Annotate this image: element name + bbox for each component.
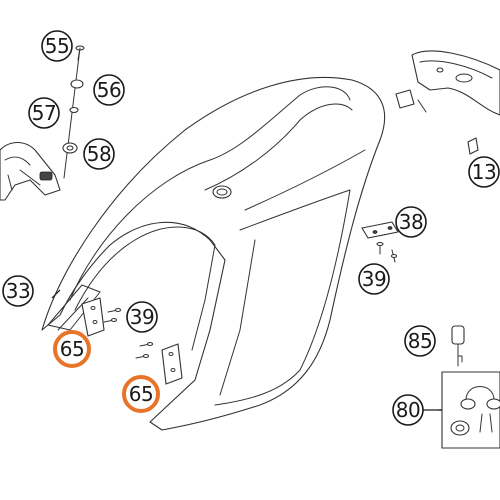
left-bracket-part — [0, 141, 61, 201]
callout-65-right-label: 65 — [129, 382, 153, 406]
callout-33[interactable]: 33 — [2, 275, 34, 307]
lock-set-part — [441, 371, 500, 449]
callout-13-label: 13 — [472, 160, 496, 184]
callout-57-label: 57 — [32, 101, 56, 125]
callout-65-left[interactable]: 65 — [53, 330, 91, 368]
callout-39-center[interactable]: 39 — [126, 301, 158, 333]
callout-65-left-label: 65 — [60, 337, 84, 361]
callout-85[interactable]: 85 — [404, 325, 436, 357]
callout-38[interactable]: 38 — [395, 206, 427, 238]
callout-39-right[interactable]: 39 — [358, 263, 390, 295]
callout-55-label: 55 — [45, 34, 69, 58]
callout-80[interactable]: 80 — [392, 394, 424, 426]
key-part — [451, 325, 465, 367]
rear-fender-part — [41, 76, 386, 431]
callout-56[interactable]: 56 — [93, 74, 125, 106]
leader-lines — [51, 289, 442, 411]
callout-13[interactable]: 13 — [468, 156, 500, 188]
callout-38-label: 38 — [399, 210, 423, 234]
callout-85-label: 85 — [408, 329, 432, 353]
callout-39-center-label: 39 — [130, 305, 154, 329]
callout-58-label: 58 — [87, 142, 111, 166]
rear-brackets-part — [81, 297, 183, 385]
callout-57[interactable]: 57 — [28, 97, 60, 129]
callout-65-right[interactable]: 65 — [122, 375, 160, 413]
callout-80-label: 80 — [396, 398, 420, 422]
callout-56-label: 56 — [97, 78, 121, 102]
bolt-stack-part — [62, 45, 85, 179]
top-right-bracket-part — [395, 50, 500, 155]
callout-55[interactable]: 55 — [41, 30, 73, 62]
callout-58[interactable]: 58 — [83, 138, 115, 170]
callout-39-right-label: 39 — [362, 267, 386, 291]
callout-33-label: 33 — [6, 279, 30, 303]
bracket-38-part — [361, 221, 399, 263]
